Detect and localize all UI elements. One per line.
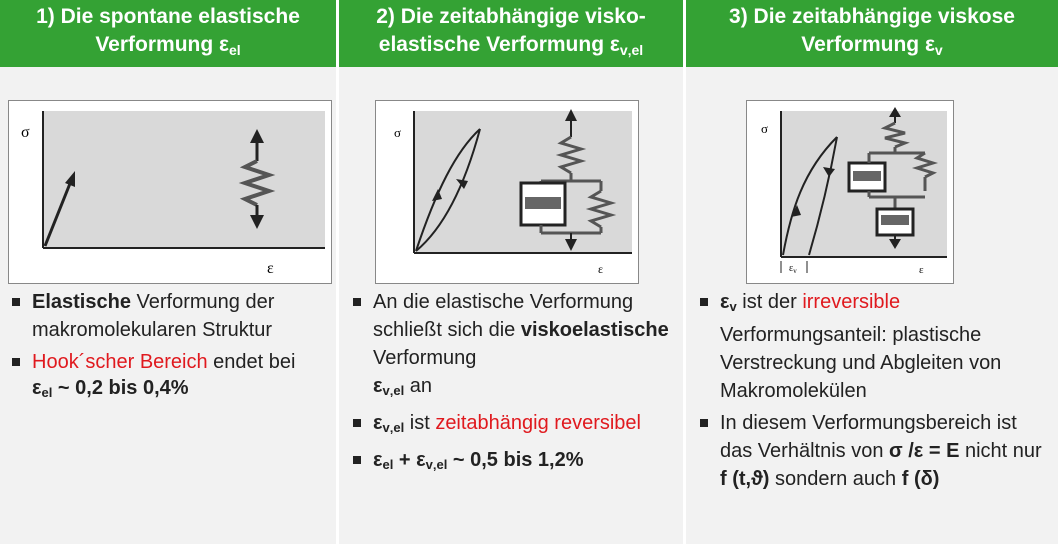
axis-x-label: ε (598, 262, 603, 276)
diagram-viscous: σ ε εv (746, 100, 954, 284)
header-line2: Verformung εv (801, 33, 943, 58)
header-line1: 3) Die zeitabhängige viskose (729, 5, 1015, 28)
axis-x-label: ε (267, 260, 274, 277)
column-elastic: 1) Die spontane elastische Verformung εe… (0, 0, 336, 544)
header-line1: 1) Die spontane elastische (36, 5, 300, 28)
bullet-viscous-1: εv ist der irreversible Verformungsantei… (700, 288, 1052, 405)
bullet-elastic-2: Hook´scher Bereich endet bei (12, 348, 330, 376)
dashpot-icon (847, 107, 939, 249)
bullet-visco-3: εel + εv‚el ~ 0,5 bis 1,2% (353, 446, 679, 479)
axis-y-label: σ (21, 124, 30, 141)
header-line2: elastische Verformung εv‚el (378, 33, 644, 58)
column-viscous: 3) Die zeitabhängige viskose Verformung … (686, 0, 1058, 544)
spring-dashpot-icon (519, 109, 617, 251)
header-elastic: 1) Die spontane elastische Verformung εe… (0, 0, 336, 67)
header-line2: Verformung εel (95, 33, 241, 58)
spring-icon (238, 129, 276, 229)
axis-y-label: σ (394, 125, 401, 140)
header-viscous: 3) Die zeitabhängige viskose Verformung … (686, 0, 1058, 67)
axis-y-label: σ (761, 121, 768, 136)
bullet-elastic-1: Elastische Verformung der makromolekular… (12, 288, 330, 344)
axis-x-label: ε (919, 264, 924, 276)
axis-mark-epsv: εv (789, 263, 797, 275)
header-line1: 2) Die zeitabhängige visko- (376, 5, 646, 28)
diagram-viscoelastic: σ ε (375, 100, 639, 284)
bullet-viscous-2: In diesem Verformungsbereich ist das Ver… (700, 409, 1052, 493)
column-viscoelastic: 2) Die zeitabhängige visko- elastische V… (339, 0, 683, 544)
bullet-elastic-2-cont: εel ~ 0,2 bis 0,4% (32, 377, 189, 400)
bullet-visco-1: An die elastische Verformung schließt si… (353, 288, 679, 405)
bullet-visco-2: εv‚el ist zeitabhängig reversibel (353, 409, 679, 442)
diagram-elastic: σ ε (8, 100, 332, 284)
header-viscoelastic: 2) Die zeitabhängige visko- elastische V… (339, 0, 683, 67)
